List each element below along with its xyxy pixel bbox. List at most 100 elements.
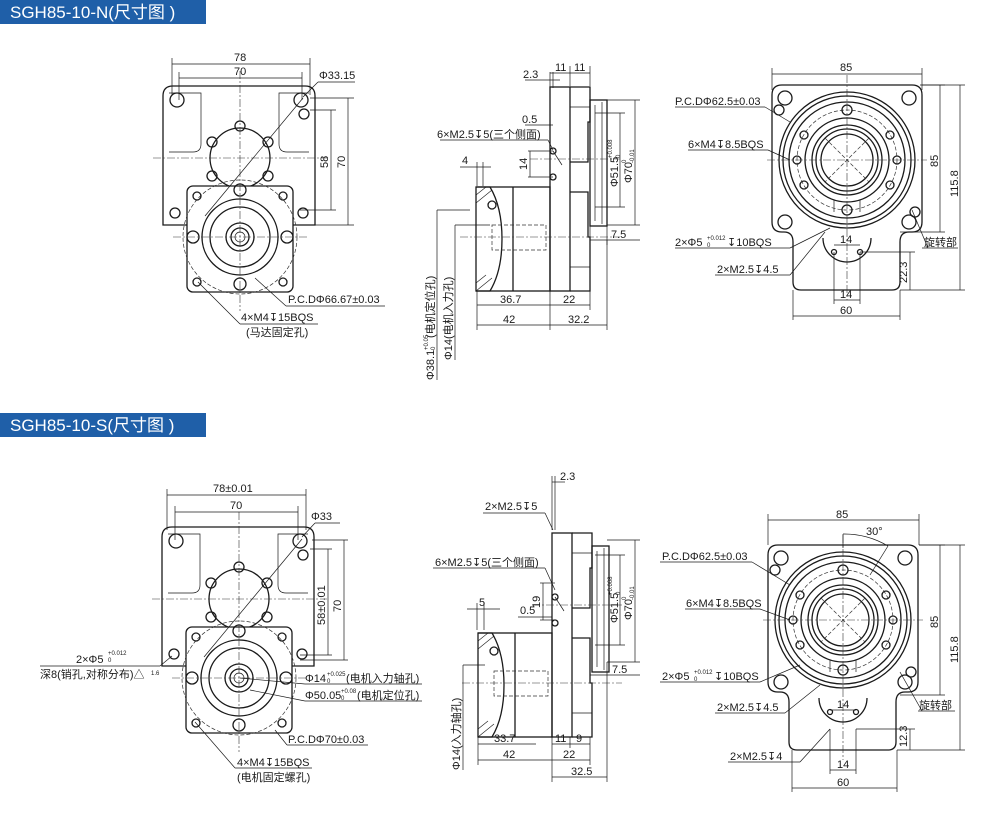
dim-0-5: 0.5 (520, 605, 535, 617)
input-hole-label: Φ14(电机入力孔) (441, 277, 455, 360)
pin-tol-upper: +0.012 (108, 651, 127, 657)
pin-tol-lower: 0 (707, 243, 711, 249)
dim-height-115-8: 115.8 (949, 170, 961, 197)
pin-depth: ↧10BQS (714, 671, 759, 683)
dim-9: 9 (576, 733, 582, 745)
input-tol-lower: 0 (327, 679, 331, 685)
rotary-view: 85 P.C.DΦ62.5±0.03 6×M4↧8.5BQS 85 115.8 … (675, 62, 965, 320)
m25-b-holes-label: 2×M2.5↧4 (730, 751, 782, 763)
dim-phi-51-5: Φ51.5 (609, 157, 621, 187)
dim-11: 11 (555, 733, 566, 745)
side-view: 2.3 2×M2.5↧5 6×M2.5↧5(三个侧面) 19 0.5 5 Φ51… (433, 471, 640, 782)
pcd-label: P.C.DΦ62.5±0.03 (675, 96, 761, 108)
input-shaft-note: (电机入力轴孔) (346, 671, 419, 685)
dim-11-b: 11 (574, 62, 585, 74)
tol-phi-51-upper: +0.008 (608, 139, 614, 158)
dim-height-58: 58 (319, 156, 331, 168)
screw-label: 4×M4↧15BQS (241, 312, 314, 324)
section-sgh85-10-n: SGH85-10-N(尺寸图 ) 78 70 Φ33.15 58 70 P.C.… (0, 0, 965, 380)
m25-holes-label: 2×M2.5↧4.5 (717, 702, 779, 714)
dim-14-a: 14 (840, 234, 852, 246)
dim-22-3: 22.3 (898, 262, 910, 283)
side-view: 2.3 11 11 0.5 6×M2.5↧5(三个侧面) 14 4 Φ51.5 … (423, 62, 640, 380)
pcd-label: P.C.DΦ70±0.03 (288, 734, 364, 746)
dim-5: 5 (479, 597, 485, 609)
pin-holes-label: 2×Φ5 (662, 671, 689, 683)
pin-holes-note: 深8(销孔,对称分布)△ (40, 667, 145, 681)
dim-33-7: 33.7 (494, 733, 515, 745)
pin-tol-upper: +0.012 (707, 236, 726, 242)
m25-holes-label: 2×M2.5↧4.5 (717, 264, 779, 276)
pin-tol-upper: +0.012 (694, 670, 713, 676)
dim-width-85: 85 (836, 509, 848, 521)
screw-note: (马达固定孔) (246, 325, 308, 339)
pin-depth: ↧10BQS (727, 237, 772, 249)
dim-height-85: 85 (929, 616, 941, 628)
pin-note-sub: 1.6 (151, 671, 160, 677)
dim-height-58: 58±0.01 (316, 585, 328, 625)
output-holes-label: 6×M4↧8.5BQS (688, 139, 764, 151)
front-view: 78 70 Φ33.15 58 70 P.C.DΦ66.67±0.03 4×M4… (152, 52, 385, 339)
rotating-part-label: 旋转部 (924, 235, 957, 249)
dim-2-3: 2.3 (523, 69, 538, 81)
screw-note: (电机固定螺孔) (237, 770, 310, 784)
dim-42: 42 (503, 314, 515, 326)
dim-12-3: 12.3 (898, 726, 910, 747)
dim-19: 19 (531, 596, 543, 608)
pcd-label: P.C.DΦ66.67±0.03 (288, 294, 380, 306)
output-holes-label: 6×M4↧8.5BQS (686, 598, 762, 610)
dim-phi-70: Φ70 (623, 162, 635, 183)
pin-tol-lower: 0 (694, 677, 698, 683)
motor-pilot-note: (电机定位孔) (357, 688, 419, 702)
dim-phi-33: Φ33 (311, 511, 332, 523)
dim-4: 4 (462, 155, 468, 167)
tol-phi-51-upper: +0.008 (608, 576, 614, 595)
dim-7-5: 7.5 (612, 664, 627, 676)
dim-height-70: 70 (332, 600, 344, 612)
tol-phi-70-lower: -0.01 (630, 149, 636, 163)
tol-pilot-upper: +0.05 (424, 334, 430, 350)
rotating-part-label: 旋转部 (919, 698, 952, 712)
dim-14-b: 14 (840, 289, 852, 301)
input-tol-upper: +0.025 (327, 672, 346, 678)
dim-14-b: 14 (837, 759, 849, 771)
dim-height-115-8: 115.8 (949, 636, 961, 663)
dim-height-70: 70 (336, 156, 348, 168)
dim-phi-70: Φ70 (623, 599, 635, 620)
tol-phi-70-upper: 0 (622, 159, 628, 163)
dim-phi-33: Φ33.15 (319, 70, 355, 82)
dim-height-85: 85 (929, 155, 941, 167)
dim-32-5: 32.5 (571, 766, 592, 778)
dim-36-7: 36.7 (500, 294, 521, 306)
dim-width-60: 60 (837, 777, 849, 789)
tol-phi-70-upper: 0 (622, 596, 628, 600)
screw-label: 4×M4↧15BQS (237, 757, 310, 769)
dim-width-60: 60 (840, 305, 852, 317)
dim-phi-51-5: Φ51.5 (609, 593, 621, 623)
dim-width-70: 70 (234, 66, 246, 78)
side-holes-label: 6×M2.5↧5(三个侧面) (435, 556, 539, 569)
dim-width-78: 78±0.01 (213, 483, 253, 495)
section-title: SGH85-10-S(尺寸图 ) (10, 416, 174, 435)
front-view: 78±0.01 70 Φ33 58±0.01 70 2×Φ5 +0.012 0 … (40, 483, 422, 784)
dim-width-85: 85 (840, 62, 852, 74)
rotary-view: 85 30° P.C.DΦ62.5±0.03 6×M4↧8.5BQS 85 11… (660, 509, 965, 792)
dim-14-a: 14 (837, 699, 849, 711)
dim-42: 42 (503, 749, 515, 761)
motor-pilot-note: (电机定位孔) (423, 276, 437, 338)
tol-phi-70-lower: -0.01 (630, 586, 636, 600)
dim-32-2: 32.2 (568, 314, 589, 326)
pin-holes-label: 2×Φ5 (76, 654, 103, 666)
dim-7-5: 7.5 (611, 229, 626, 241)
input-shaft-label: Φ14 (305, 673, 326, 685)
tol-phi-51-lower: 0 (616, 154, 622, 158)
dim-motor-pilot: Φ38.1 (425, 350, 437, 380)
pin-tol-lower: 0 (108, 658, 112, 664)
dim-22: 22 (563, 294, 575, 306)
pin-holes-label: 2×Φ5 (675, 237, 702, 249)
side-holes-label: 6×M2.5↧5(三个侧面) (437, 128, 541, 141)
pcd-label: P.C.DΦ62.5±0.03 (662, 551, 748, 563)
section-header-bg (0, 413, 206, 437)
